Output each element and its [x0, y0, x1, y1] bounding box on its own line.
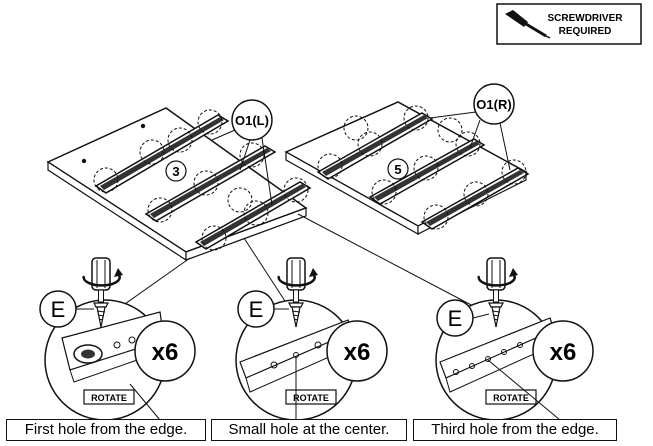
rail-left-1: [94, 114, 230, 194]
svg-text:ROTATE: ROTATE: [493, 393, 529, 403]
part-e-label: E: [39, 290, 94, 328]
rotate-label: ROTATE: [285, 389, 337, 405]
svg-text:3: 3: [172, 164, 179, 179]
detail-2: E x6 ROTATE: [235, 256, 388, 421]
part-e-label: E: [436, 299, 490, 337]
svg-text:O1(R): O1(R): [476, 97, 511, 112]
quantity-badge: x6: [532, 320, 594, 382]
svg-text:ROTATE: ROTATE: [91, 393, 127, 403]
svg-text:x6: x6: [152, 339, 179, 366]
rotate-label: ROTATE: [83, 389, 135, 405]
callout-o1-left: O1(L): [211, 99, 273, 206]
svg-text:x6: x6: [550, 339, 577, 366]
board-number-5: 5: [387, 158, 409, 180]
svg-text:O1(L): O1(L): [235, 113, 269, 128]
svg-text:x6: x6: [344, 339, 371, 366]
rotate-label: ROTATE: [485, 389, 537, 405]
board-left: 3 O1(L): [46, 99, 312, 262]
callout-o1-right: O1(R): [429, 83, 515, 171]
board-right: 5 O1(R): [284, 83, 530, 236]
detail-1: E x6 ROTATE: [39, 256, 196, 421]
rail-right-1: [316, 112, 434, 180]
quantity-badge: x6: [134, 320, 196, 382]
rail-left-2: [144, 145, 277, 222]
screwdriver-required-notice: SCREWDRIVER REQUIRED: [496, 3, 642, 45]
notice-line-2: REQUIRED: [559, 26, 612, 37]
svg-text:E: E: [448, 306, 463, 331]
detail-3: E x6 ROTATE: [435, 256, 594, 421]
caption-first-hole: First hole from the edge.: [6, 419, 206, 441]
part-e-label: E: [237, 290, 289, 328]
rail-left-3: [194, 181, 312, 250]
svg-text:E: E: [51, 297, 66, 322]
svg-text:E: E: [249, 297, 264, 322]
board-number-3: 3: [165, 160, 187, 182]
screwdriver-icon: [505, 10, 551, 39]
caption-center-hole: Small hole at the center.: [211, 419, 407, 441]
svg-text:5: 5: [394, 162, 401, 177]
caption-third-hole: Third hole from the edge.: [413, 419, 617, 441]
svg-text:ROTATE: ROTATE: [293, 393, 329, 403]
notice-line-1: SCREWDRIVER: [547, 13, 623, 24]
quantity-badge: x6: [326, 320, 388, 382]
